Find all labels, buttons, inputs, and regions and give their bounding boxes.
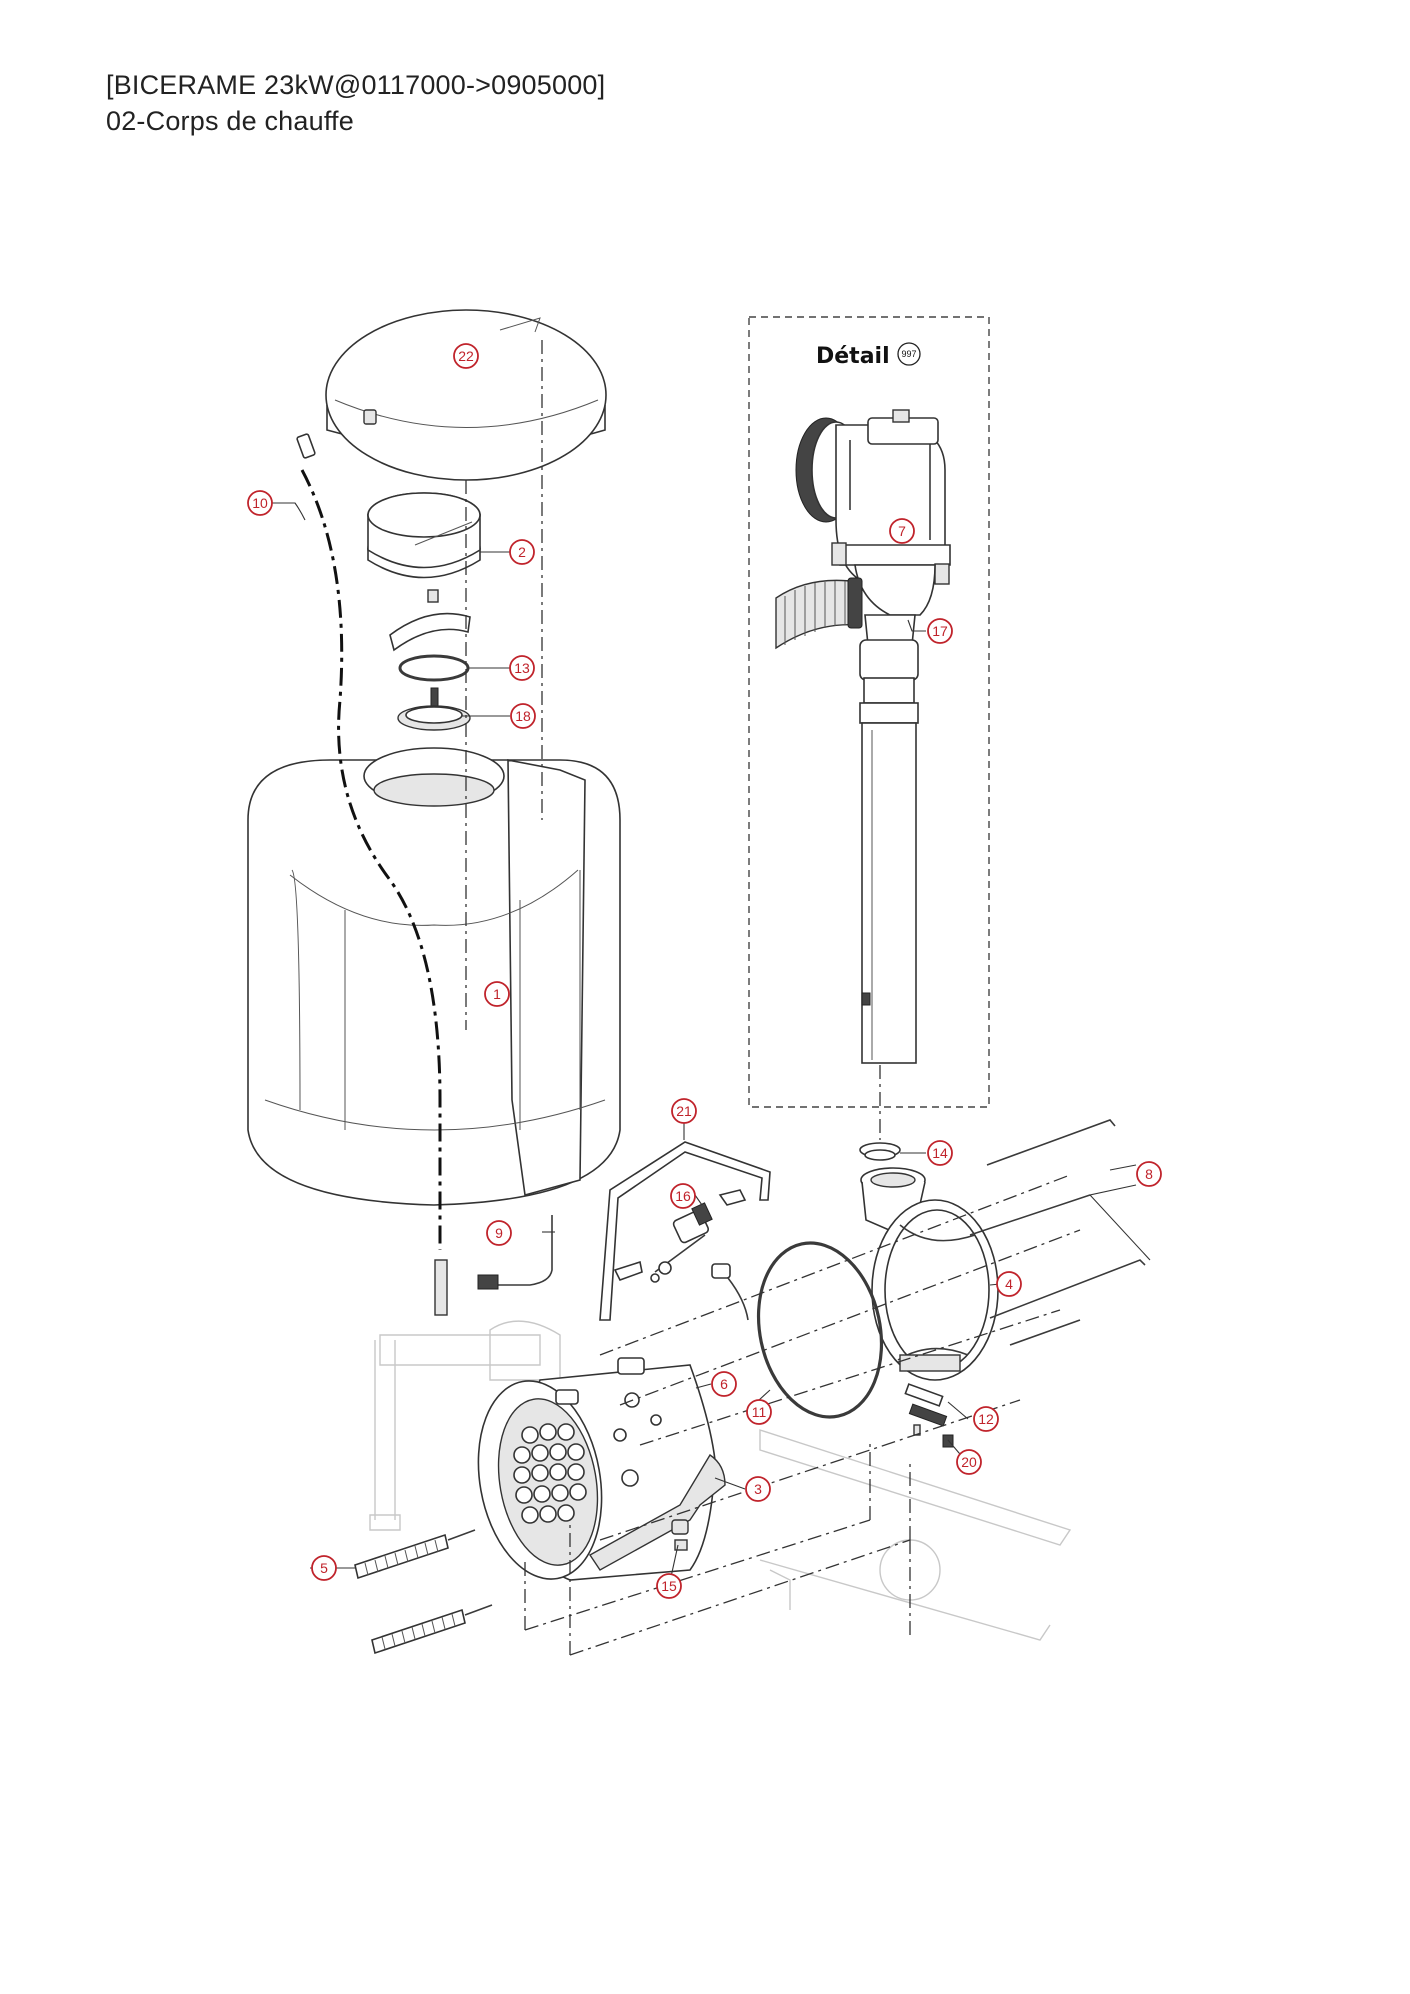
- callout-14: 14: [927, 1140, 953, 1166]
- bent-tube-part: [599, 1141, 771, 1321]
- svg-text:21: 21: [676, 1103, 692, 1119]
- callout-8: 8: [1136, 1161, 1162, 1187]
- callout-2: 2: [509, 539, 535, 565]
- detail-frame: [748, 316, 990, 1108]
- svg-text:13: 13: [514, 660, 530, 676]
- callout-4: 4: [996, 1271, 1022, 1297]
- svg-text:9: 9: [495, 1225, 503, 1241]
- svg-text:15: 15: [661, 1578, 677, 1594]
- svg-text:4: 4: [1005, 1276, 1013, 1292]
- bracket-part: [389, 589, 471, 652]
- callout-22: 22: [453, 343, 479, 369]
- detail-ref-number: 997: [901, 349, 916, 359]
- svg-text:7: 7: [898, 523, 906, 539]
- background-piping: [369, 1320, 1072, 1641]
- page-title: [BICERAME 23kW@0117000->0905000]: [106, 70, 606, 100]
- tank-body-part: [247, 747, 621, 1206]
- cap-part: [367, 492, 481, 579]
- callout-10: 10: [247, 490, 273, 516]
- svg-text:22: 22: [458, 348, 474, 364]
- flue-pipe-part: [859, 614, 919, 1064]
- svg-text:14: 14: [932, 1145, 948, 1161]
- svg-text:10: 10: [252, 495, 268, 511]
- flange-part: [397, 687, 471, 731]
- callout-18: 18: [510, 703, 536, 729]
- rear-ring-part: [871, 1199, 999, 1381]
- callout-15: 15: [656, 1573, 682, 1599]
- axis-line-verticals: [524, 1440, 911, 1655]
- svg-text:6: 6: [720, 1376, 728, 1392]
- axis-line-diag-2: [619, 1229, 1081, 1406]
- electrodes-part: [354, 1529, 493, 1655]
- svg-text:3: 3: [754, 1481, 762, 1497]
- svg-text:5: 5: [320, 1560, 328, 1576]
- cover-lid-part: [325, 309, 607, 481]
- flex-hose-part: [775, 577, 863, 650]
- svg-text:16: 16: [675, 1188, 691, 1204]
- svg-text:11: 11: [752, 1404, 767, 1420]
- page-subtitle: 02-Corps de chauffe: [106, 106, 354, 136]
- callout-3: 3: [745, 1476, 771, 1502]
- detail-panel: Détail 997: [748, 316, 990, 1108]
- axis-line-diag-3: [639, 1309, 1061, 1446]
- svg-text:12: 12: [978, 1411, 994, 1427]
- callout-1: 1: [484, 981, 510, 1007]
- svg-text:1: 1: [493, 986, 501, 1002]
- flue-elbow-part: [795, 409, 951, 616]
- svg-text:8: 8: [1145, 1166, 1153, 1182]
- callout-12: 12: [973, 1406, 999, 1432]
- detail-label: Détail: [816, 344, 890, 369]
- callout-5: 5: [311, 1555, 337, 1581]
- heat-exchanger-part: [477, 1357, 716, 1581]
- svg-text:17: 17: [932, 623, 948, 639]
- callout-13: 13: [509, 655, 535, 681]
- shield-part: [588, 1454, 726, 1571]
- o-ring-part: [398, 654, 470, 682]
- axis-line-diag-1: [599, 1174, 1071, 1356]
- svg-text:20: 20: [961, 1454, 977, 1470]
- burner-holes: [513, 1423, 587, 1524]
- svg-text:2: 2: [518, 544, 526, 560]
- probe-part: [477, 1215, 553, 1290]
- callout-7: 7: [889, 518, 915, 544]
- callout-9: 9: [486, 1220, 512, 1246]
- callout-21: 21: [671, 1098, 697, 1124]
- gasket-ring-part: [756, 1241, 884, 1419]
- adaptor-ring-part: [859, 1142, 901, 1161]
- axis-line-diag-4: [599, 1399, 1021, 1541]
- valve-part: [613, 1189, 749, 1321]
- callout-16: 16: [670, 1183, 696, 1209]
- svg-text:18: 18: [515, 708, 531, 724]
- tie-rods-part: [969, 1119, 1146, 1346]
- callout-17: 17: [927, 618, 953, 644]
- callout-20: 20: [956, 1449, 982, 1475]
- clip-part: [904, 1383, 954, 1448]
- callout-6: 6: [711, 1371, 737, 1397]
- bolt-part: [671, 1519, 689, 1551]
- detail-ref-circle: [897, 342, 921, 366]
- sensor-cable-part: [296, 433, 448, 1316]
- callout-11: 11: [746, 1399, 772, 1425]
- axis-line-diag-5: [524, 1519, 911, 1656]
